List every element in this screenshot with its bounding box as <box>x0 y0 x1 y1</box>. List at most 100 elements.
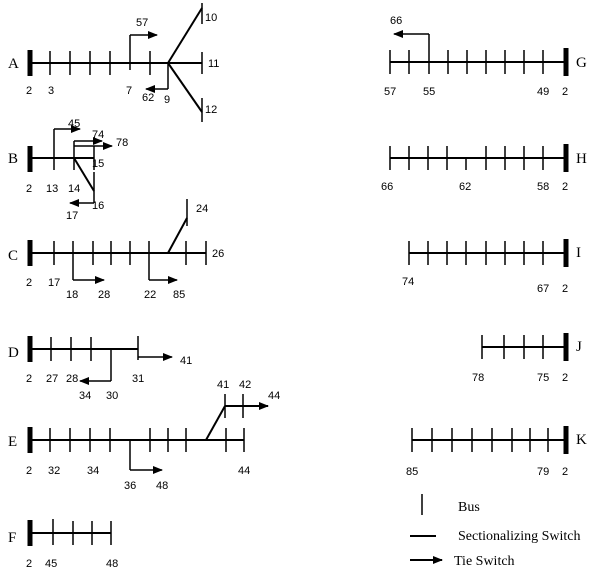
node-label: 57 <box>136 17 148 29</box>
node-label: 18 <box>66 289 78 301</box>
node-label: 55 <box>423 86 435 98</box>
node-label: 74 <box>92 129 104 141</box>
node-label: 17 <box>48 277 60 289</box>
node-label: 48 <box>106 558 118 570</box>
bus-ticks <box>49 51 151 75</box>
node-label: 2 <box>26 277 32 289</box>
feeder-j-label: J <box>576 339 582 355</box>
feeder-h-label: H <box>576 151 587 167</box>
bus-ticks <box>389 50 544 74</box>
legend-sectionalizing-switch-label: Sectionalizing Switch <box>458 529 580 544</box>
node-label: 75 <box>537 372 549 384</box>
feeder-a-label: A <box>8 56 19 72</box>
node-label: 45 <box>68 118 80 130</box>
node-label: 2 <box>26 373 32 385</box>
node-label: 34 <box>79 390 91 402</box>
branch-to-10 <box>167 7 203 64</box>
feeder-c-label: C <box>8 248 18 264</box>
feeder-b-label: B <box>8 151 18 167</box>
branch-to-12 <box>167 62 203 113</box>
node-label: 12 <box>205 104 217 116</box>
node-label: 48 <box>156 480 168 492</box>
feeder-f-label: F <box>8 530 16 546</box>
feeder-k: K 85 79 2 <box>406 426 587 478</box>
bus-ticks <box>50 337 92 361</box>
node-label: 45 <box>45 558 57 570</box>
node-label: 2 <box>562 372 568 384</box>
bus-ticks <box>481 335 544 359</box>
node-label: 49 <box>537 86 549 98</box>
node-label: 67 <box>537 283 549 295</box>
branch-to-24 <box>167 217 188 254</box>
feeder-c: C 2 17 18 28 22 85 24 26 <box>8 199 224 301</box>
node-label: 13 <box>46 183 58 195</box>
node-label: 2 <box>26 183 32 195</box>
bus-ticks <box>408 241 544 265</box>
node-label: 66 <box>390 15 402 27</box>
node-label: 41 <box>217 379 229 391</box>
feeder-i: I 74 67 2 <box>402 239 581 295</box>
node-label: 22 <box>144 289 156 301</box>
node-label: 26 <box>212 248 224 260</box>
feeder-d-label: D <box>8 345 19 361</box>
bus-ticks <box>389 146 544 170</box>
feeder-b: B 2 13 14 45 74 15 78 16 17 <box>8 118 128 222</box>
node-label: 85 <box>173 289 185 301</box>
bus-ticks <box>53 241 207 265</box>
legend-bus-label: Bus <box>458 500 480 515</box>
bus-ticks <box>411 428 549 452</box>
node-label: 11 <box>208 58 219 70</box>
node-label: 62 <box>142 92 154 104</box>
node-label: 2 <box>562 86 568 98</box>
bus-ticks <box>52 519 112 545</box>
feeder-i-label: I <box>576 245 581 261</box>
node-label: 44 <box>238 465 250 477</box>
node-label: 30 <box>106 390 118 402</box>
feeder-a: A 2 3 7 62 9 57 10 11 12 <box>8 3 219 122</box>
node-label: 62 <box>459 181 471 193</box>
node-label: 2 <box>562 466 568 478</box>
node-label: 24 <box>196 203 208 215</box>
node-label: 3 <box>48 85 54 97</box>
node-label: 31 <box>132 373 144 385</box>
feeder-k-label: K <box>576 432 587 448</box>
node-label: 15 <box>92 158 104 170</box>
node-label: 2 <box>562 283 568 295</box>
feeder-d: D 2 27 28 31 41 34 30 <box>8 336 192 402</box>
legend: Bus Sectionalizing Switch Tie Switch <box>410 494 580 569</box>
node-label: 2 <box>26 558 32 570</box>
node-label: 14 <box>68 183 80 195</box>
node-label: 66 <box>381 181 393 193</box>
node-label: 44 <box>268 390 280 402</box>
feeder-e: E 2 32 34 36 48 41 42 44 44 <box>8 379 280 492</box>
node-label: 2 <box>26 465 32 477</box>
legend-tie-switch-label: Tie Switch <box>454 554 515 569</box>
bus-ticks <box>49 428 245 452</box>
node-label: 34 <box>87 465 99 477</box>
feeder-h: H 66 62 58 2 <box>381 144 587 193</box>
node-label: 10 <box>205 12 217 24</box>
node-label: 79 <box>537 466 549 478</box>
node-label: 41 <box>180 355 192 367</box>
node-label: 42 <box>239 379 251 391</box>
node-label: 2 <box>26 85 32 97</box>
node-label: 17 <box>66 210 78 222</box>
feeder-g-label: G <box>576 55 587 71</box>
node-label: 85 <box>406 466 418 478</box>
node-label: 36 <box>124 480 136 492</box>
feeder-f: F 2 45 48 <box>8 519 118 570</box>
node-label: 32 <box>48 465 60 477</box>
feeder-e-label: E <box>8 434 17 450</box>
node-label: 9 <box>164 94 170 106</box>
node-label: 2 <box>562 181 568 193</box>
feeder-j: J 78 75 2 <box>472 333 582 384</box>
node-label: 16 <box>92 200 104 212</box>
node-label: 74 <box>402 276 414 288</box>
feeder-g: G 57 55 66 49 2 <box>384 15 587 98</box>
branch-to-16 <box>73 157 95 192</box>
node-label: 57 <box>384 86 396 98</box>
node-label: 28 <box>66 373 78 385</box>
branch-to-41 <box>205 405 226 441</box>
node-label: 58 <box>537 181 549 193</box>
